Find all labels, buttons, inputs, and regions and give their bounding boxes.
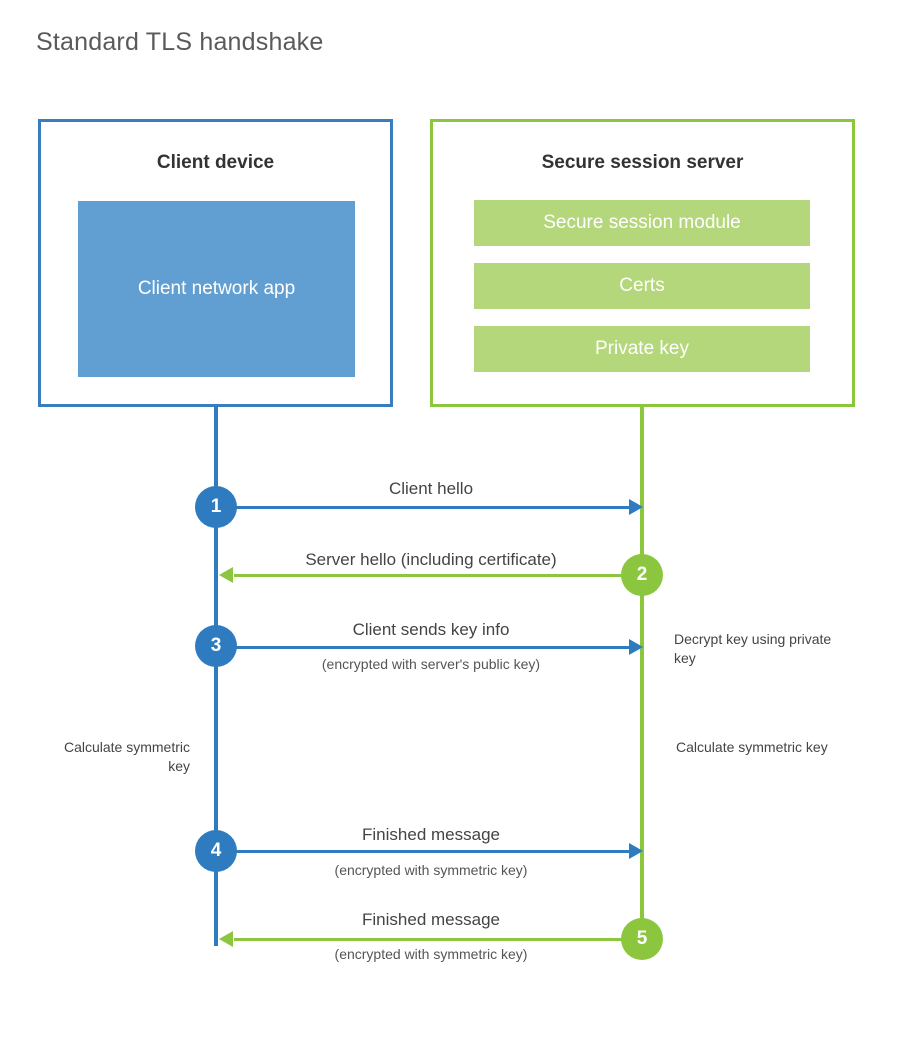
annotation-decrypt-key: Decrypt key using private key xyxy=(674,631,832,666)
annotation-calculate-symmetric-key-client: Calculate symmetric key xyxy=(63,739,190,774)
arrow-head-step-3-icon xyxy=(629,639,643,655)
client-device-box: Client device Client network app xyxy=(38,119,393,407)
arrow-line-step-4 xyxy=(216,850,630,853)
secure-session-server-box: Secure session server Secure session mod… xyxy=(430,119,855,407)
arrow-label-step-1: Client hello xyxy=(388,479,474,498)
arrow-line-step-2 xyxy=(234,574,624,577)
client-lifeline xyxy=(214,406,218,946)
arrow-sublabel-step-5: (encrypted with symmetric key) xyxy=(334,946,528,962)
client-device-title: Client device xyxy=(156,152,275,173)
arrow-line-step-5 xyxy=(234,938,624,941)
arrow-sublabel-step-3: (encrypted with server's public key) xyxy=(321,656,541,672)
step-marker-5: 5 xyxy=(621,918,663,960)
arrow-line-step-1 xyxy=(216,506,630,509)
server-block-secure-session-module: Secure session module xyxy=(474,200,810,246)
arrow-head-step-4-icon xyxy=(629,843,643,859)
annotation-calculate-symmetric-key-server: Calculate symmetric key xyxy=(676,739,828,755)
step-marker-4: 4 xyxy=(195,830,237,872)
server-block-private-key: Private key xyxy=(474,326,810,372)
server-block-certs: Certs xyxy=(474,263,810,309)
arrow-sublabel-step-4: (encrypted with symmetric key) xyxy=(334,862,528,878)
arrow-label-step-5: Finished message xyxy=(362,910,500,929)
arrow-label-step-2: Server hello (including certificate) xyxy=(305,550,557,569)
arrow-line-step-3 xyxy=(216,646,630,649)
server-lifeline xyxy=(640,406,644,941)
step-marker-1: 1 xyxy=(195,486,237,528)
step-marker-2: 2 xyxy=(621,554,663,596)
arrow-label-step-4: Finished message xyxy=(362,825,500,844)
page-title: Standard TLS handshake xyxy=(36,28,324,56)
client-network-app-block: Client network app xyxy=(78,201,355,377)
arrow-head-step-2-icon xyxy=(219,567,233,583)
arrow-label-step-3: Client sends key info xyxy=(352,620,510,639)
arrow-head-step-5-icon xyxy=(219,931,233,947)
secure-session-server-title: Secure session server xyxy=(541,152,744,173)
step-marker-3: 3 xyxy=(195,625,237,667)
arrow-head-step-1-icon xyxy=(629,499,643,515)
